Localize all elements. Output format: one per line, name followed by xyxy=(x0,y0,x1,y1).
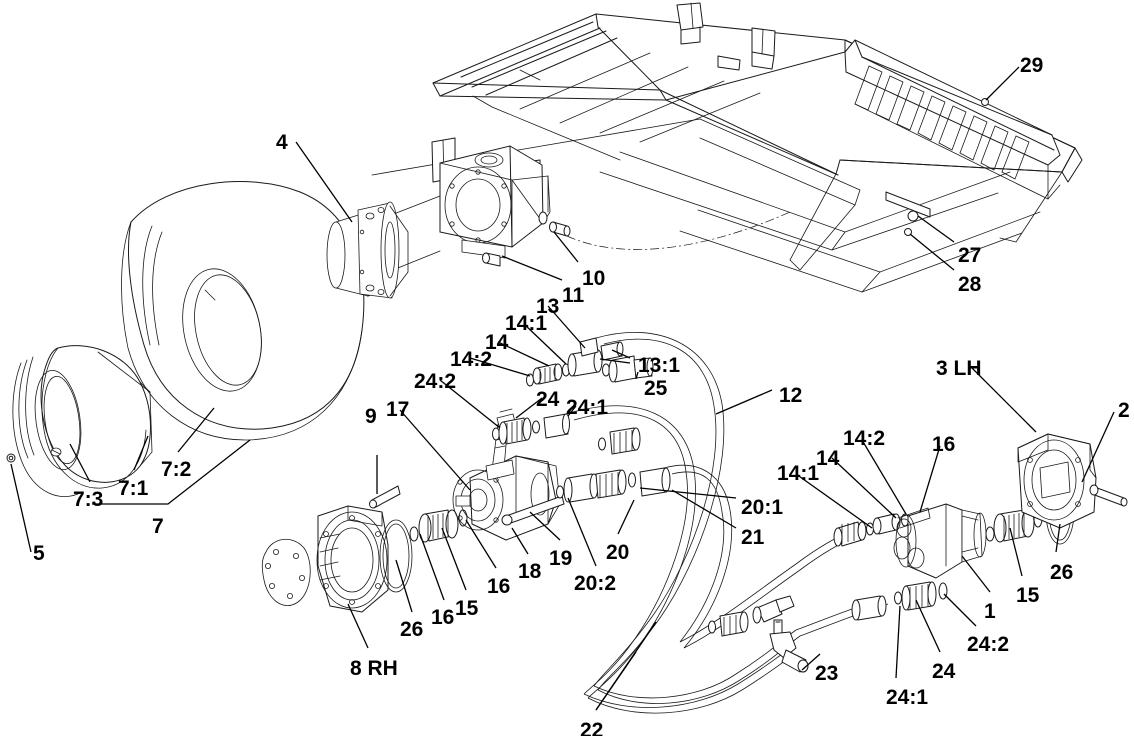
callout-16-a: 16 xyxy=(431,606,455,629)
valve-stem-5 xyxy=(6,453,16,463)
callout-15-left: 15 xyxy=(455,597,479,620)
callout-20-1: 20:1 xyxy=(741,496,784,519)
callout-14: 14 xyxy=(485,331,509,354)
hydraulic-motor-1 xyxy=(893,503,987,579)
callout-21: 21 xyxy=(741,526,765,549)
callout-9: 9 xyxy=(365,405,377,428)
hose-route-dashed xyxy=(566,211,791,250)
callout-12: 12 xyxy=(779,384,803,407)
callout-22: 22 xyxy=(580,719,604,736)
callout-26-right: 26 xyxy=(1050,561,1074,584)
callout-26-left: 26 xyxy=(400,618,424,641)
callout-16-right: 16 xyxy=(932,433,956,456)
callout-13: 13 xyxy=(536,295,560,318)
coupler-15-right xyxy=(985,479,1075,545)
callout-10: 10 xyxy=(582,267,606,290)
callout-24-right: 24 xyxy=(932,660,956,683)
callout-23: 23 xyxy=(815,662,839,685)
callout-14-2-right: 14:2 xyxy=(843,427,886,450)
callout-24-2-right: 24:2 xyxy=(967,633,1010,656)
callout-28: 28 xyxy=(958,273,982,296)
axle-fittings xyxy=(482,211,571,267)
callout-8-rh: 8 RH xyxy=(350,657,398,680)
grating-fastener-29 xyxy=(981,98,989,106)
stud-2 xyxy=(1089,484,1128,507)
callout-14-1-right: 14:1 xyxy=(777,462,820,485)
callout-17: 17 xyxy=(386,398,410,421)
callout-3-lh: 3 LH xyxy=(936,357,982,380)
leader-lines xyxy=(10,66,1115,711)
fitting-chain-upper xyxy=(492,337,671,503)
callout-25: 25 xyxy=(644,377,668,400)
callout-13-1: 13:1 xyxy=(638,354,681,377)
callout-4: 4 xyxy=(276,131,288,154)
callout-14-right: 14 xyxy=(816,447,840,470)
callout-20-2: 20:2 xyxy=(574,572,617,595)
callout-7-2: 7:2 xyxy=(161,458,192,481)
grating-structure xyxy=(844,39,1061,200)
callout-24-1-left: 24:1 xyxy=(566,396,609,419)
coupler-15-left xyxy=(409,509,468,543)
callout-7-1: 7:1 xyxy=(118,477,149,500)
callout-14-2: 14:2 xyxy=(450,348,493,371)
callout-24-left: 24 xyxy=(536,388,560,411)
tire-7-2 xyxy=(121,181,365,441)
callout-20: 20 xyxy=(606,541,630,564)
bolts-18-19 xyxy=(501,495,565,526)
callout-7-3: 7:3 xyxy=(73,488,104,511)
rim-assembly-7-1 xyxy=(12,345,153,497)
callout-18: 18 xyxy=(518,560,542,583)
housing-3-lh xyxy=(1017,433,1097,529)
callout-19: 19 xyxy=(549,547,573,570)
callout-24-1-right: 24:1 xyxy=(886,686,929,709)
housing-8-rh xyxy=(261,505,413,613)
callout-16-b: 16 xyxy=(487,575,511,598)
callout-2: 2 xyxy=(1118,399,1130,422)
bolt-9 xyxy=(369,455,401,509)
callout-15-right: 15 xyxy=(1016,584,1040,607)
axle-housing-center xyxy=(360,145,551,281)
callout-7: 7 xyxy=(152,515,164,538)
callout-24-2-left: 24:2 xyxy=(414,370,457,393)
wheel-hub-flange-4 xyxy=(326,201,409,299)
chassis-frame xyxy=(371,13,1083,293)
fitting-chain-right xyxy=(833,513,909,547)
elbow-23-tee xyxy=(708,581,948,673)
callout-11: 11 xyxy=(562,284,585,307)
callout-5: 5 xyxy=(33,542,45,565)
callout-27: 27 xyxy=(958,244,982,267)
callout-29: 29 xyxy=(1020,54,1044,77)
callout-14-1: 14:1 xyxy=(505,312,548,335)
callout-1: 1 xyxy=(984,600,996,623)
